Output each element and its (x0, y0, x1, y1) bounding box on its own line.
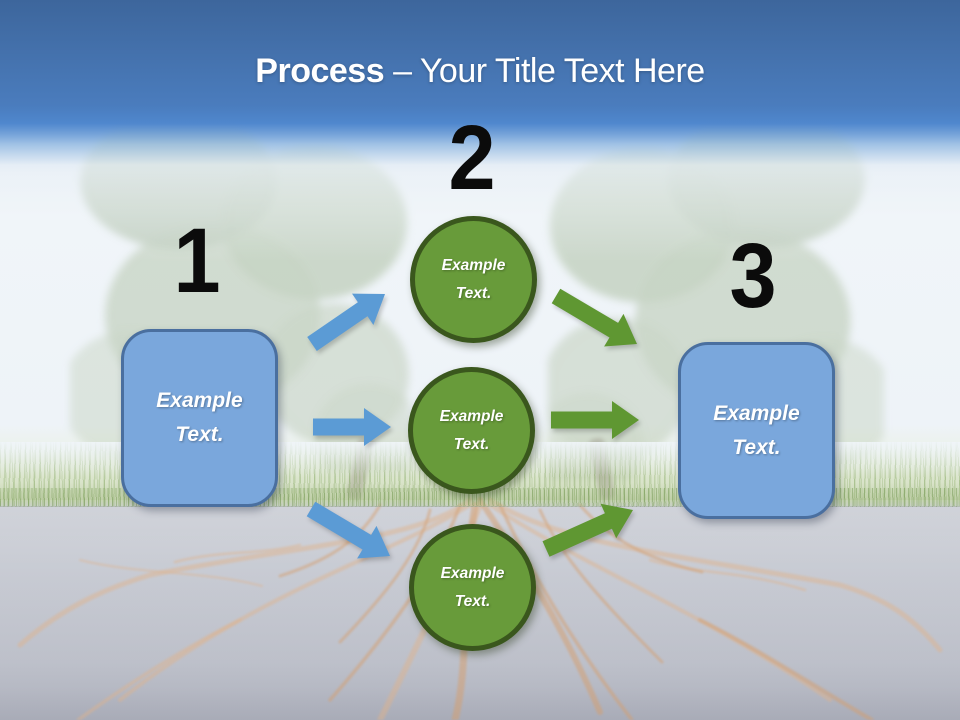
result-box[interactable]: Example Text. (678, 342, 835, 519)
result-box-label: Example Text. (713, 401, 800, 459)
source-box[interactable]: Example Text. (121, 329, 278, 507)
process-circle-bottom[interactable]: Example Text. (409, 524, 536, 651)
source-box-label: Example Text. (156, 389, 243, 446)
process-circle-middle-label: Example Text. (439, 408, 504, 453)
step-number-2[interactable]: 2 (448, 107, 496, 209)
process-circle-top[interactable]: Example Text. (410, 216, 537, 343)
process-circle-middle[interactable]: Example Text. (408, 367, 535, 494)
arrow-middle-circle-to-right[interactable] (551, 401, 639, 439)
step-number-3[interactable]: 3 (729, 225, 777, 327)
process-circle-top-label: Example Text. (441, 257, 506, 302)
title-subtitle: – Your Title Text Here (393, 52, 705, 90)
slide-title[interactable]: Process– Your Title Text Here (0, 52, 960, 91)
title-keyword: Process (255, 52, 385, 90)
arrow-top-circle-to-right[interactable] (551, 288, 637, 347)
process-circle-bottom-label: Example Text. (440, 565, 505, 610)
arrow-left-to-middle-circle[interactable] (313, 408, 391, 446)
arrow-left-to-bottom-circle[interactable] (306, 501, 390, 559)
arrow-left-to-top-circle[interactable] (307, 293, 385, 351)
arrow-bottom-circle-to-right[interactable] (542, 503, 634, 557)
step-number-1[interactable]: 1 (173, 210, 221, 312)
